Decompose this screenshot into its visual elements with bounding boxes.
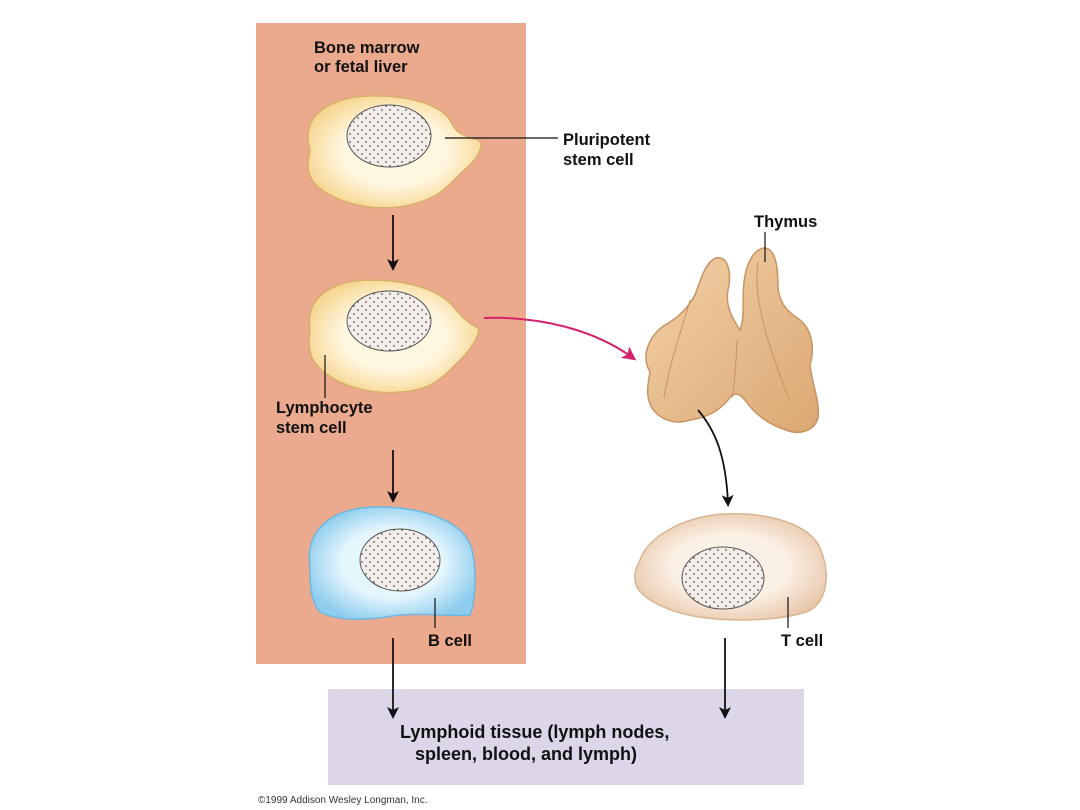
pluripotent-stem-cell xyxy=(307,95,482,209)
lymphoid-tissue-label-line2: spleen, blood, and lymph) xyxy=(415,744,637,764)
t-cell-label: T cell xyxy=(781,632,823,650)
thymus xyxy=(645,247,820,433)
lymphocyte-label-line2: stem cell xyxy=(276,419,347,437)
thymus-label: Thymus xyxy=(754,213,817,231)
source-label-line1: Bone marrow xyxy=(314,39,420,57)
b-cell xyxy=(308,506,476,621)
lymphocyte-label-line1: Lymphocyte xyxy=(276,399,373,417)
arrow-down-icon xyxy=(697,409,734,507)
pluripotent-label-line1: Pluripotent xyxy=(563,131,651,149)
source-label-line2: or fetal liver xyxy=(314,58,408,76)
copyright-notice: ©1999 Addison Wesley Longman, Inc. xyxy=(258,795,428,806)
curved-arrow-icon xyxy=(483,316,637,361)
b-cell-label: B cell xyxy=(428,632,472,650)
pluripotent-label-line2: stem cell xyxy=(563,151,634,169)
lymphocyte-stem-cell xyxy=(308,279,480,394)
lymphoid-tissue-label-line1: Lymphoid tissue (lymph nodes, xyxy=(400,722,669,742)
t-cell xyxy=(634,513,827,621)
